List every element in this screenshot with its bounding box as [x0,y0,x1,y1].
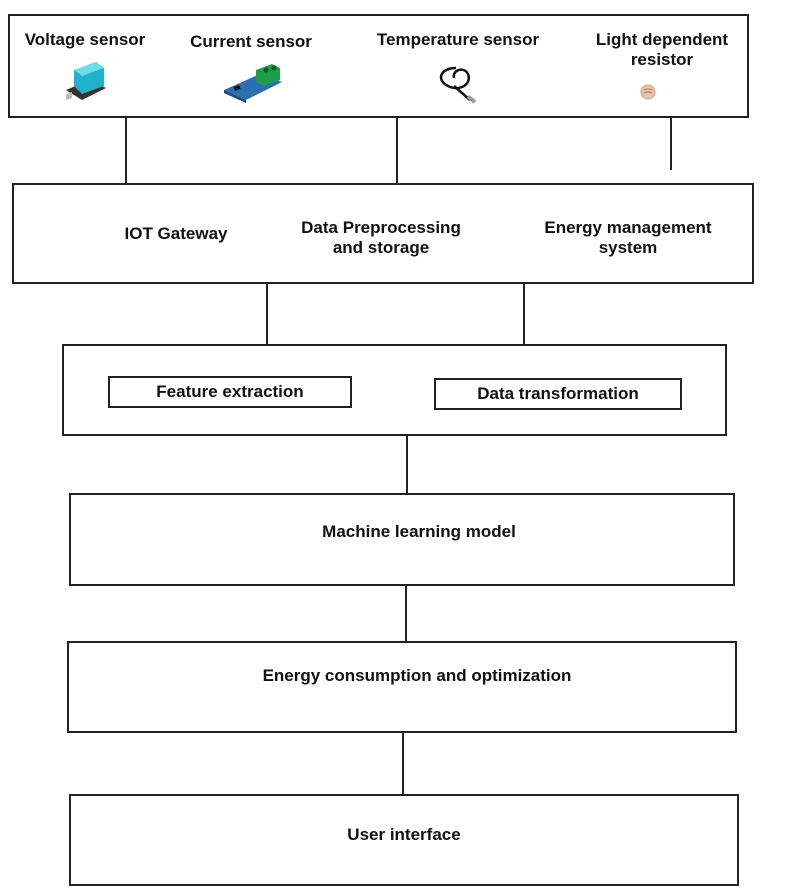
connector-temperature-gateway [396,118,398,183]
ldr-icon [640,84,656,100]
data-preprocessing-label: Data Preprocessing and storage [301,218,461,257]
connector-processing-ml [406,436,408,493]
temperature-sensor-icon [439,66,477,104]
current-sensor-icon [224,64,282,103]
gateway-layer-box [12,183,754,284]
iot-gateway-label: IOT Gateway [124,224,228,243]
connector-ldr-gateway [670,118,672,170]
energy-management-label: Energy management system [544,218,712,257]
sensor-layer-box [8,14,749,118]
data-transformation-label: Data transformation [477,384,639,403]
feature-extraction-label: Feature extraction [156,382,304,401]
connector-ml-energy [405,586,407,641]
data-transformation-box [434,378,682,410]
temperature-sensor-label: Temperature sensor [376,30,540,49]
ml-model-label: Machine learning model [322,522,516,541]
feature-extraction-box [108,376,352,408]
ldr-label: Light dependent resistor [595,30,729,69]
ml-model-box [69,493,735,586]
current-sensor-label: Current sensor [190,32,312,51]
connector-gateway-processing-left [266,284,268,344]
user-interface-box [69,794,739,886]
voltage-sensor-icon [66,62,106,100]
energy-optimization-box [67,641,737,733]
connector-voltage-gateway [125,118,127,183]
connector-gateway-processing-right [523,284,525,344]
user-interface-label: User interface [347,825,461,844]
connector-energy-ui [402,733,404,794]
voltage-sensor-label: Voltage sensor [24,30,146,49]
energy-optimization-label: Energy consumption and optimization [262,666,572,685]
